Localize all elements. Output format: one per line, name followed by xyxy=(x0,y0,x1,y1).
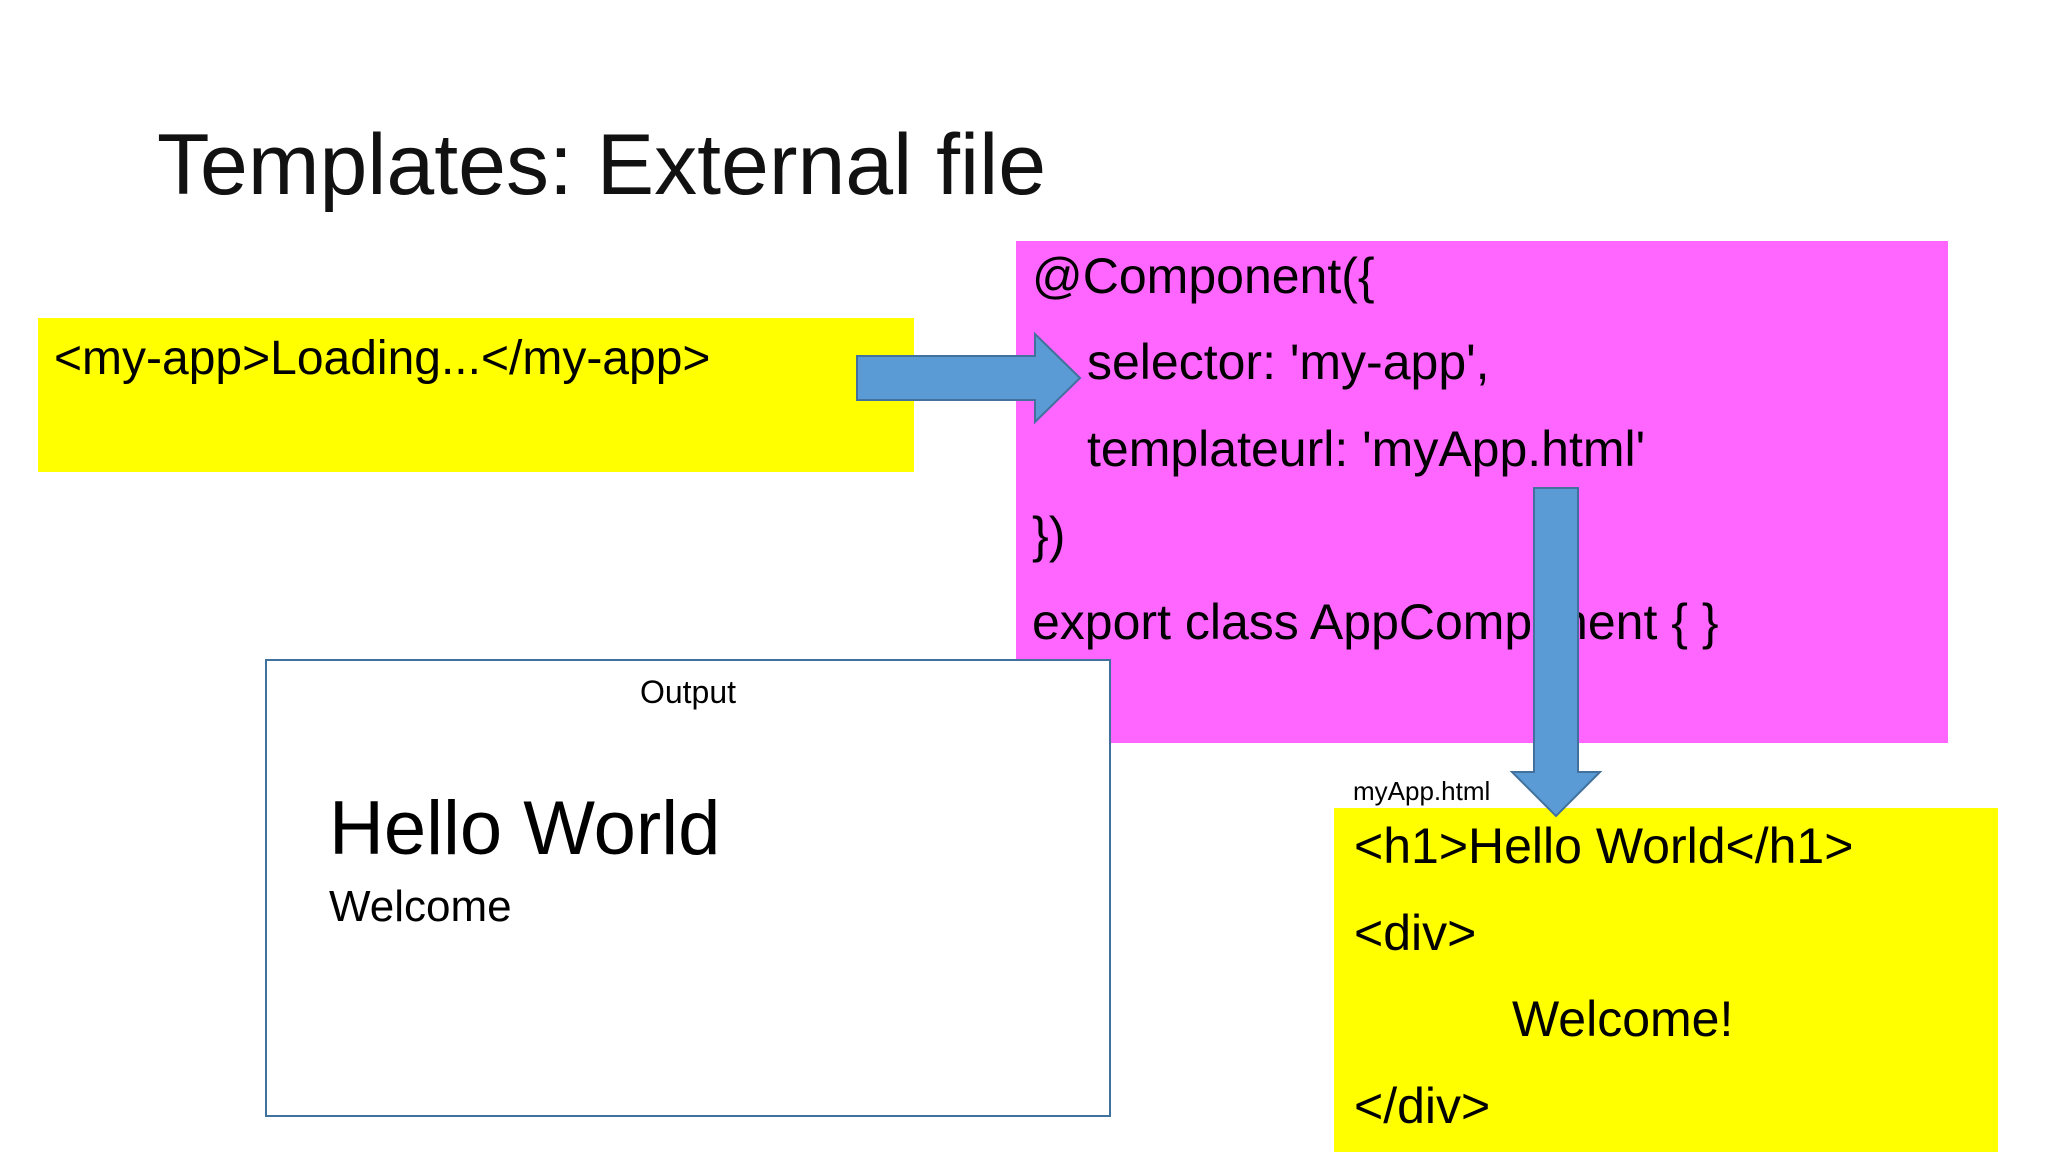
index-html-box xyxy=(38,318,914,472)
template-line-h1: <h1>Hello World</h1> xyxy=(1354,818,1854,874)
output-text: Welcome xyxy=(329,882,512,931)
template-filename: myApp.html xyxy=(1353,776,1491,806)
index-html-code: <my-app>Loading...</my-app> xyxy=(54,332,711,385)
template-file-box xyxy=(1334,808,1998,1152)
output-label: Output xyxy=(639,674,737,710)
code-line-decorator: @Component({ xyxy=(1032,248,1375,304)
output-heading: Hello World xyxy=(329,786,721,871)
template-line-div-close: </div> xyxy=(1354,1078,1491,1134)
template-line-welcome: Welcome! xyxy=(1512,991,1734,1047)
slide-title: Templates: External file xyxy=(157,117,1047,213)
component-code-box xyxy=(1016,241,1948,743)
code-line-templateurl: templateurl: 'myApp.html' xyxy=(1087,421,1646,477)
template-line-div-open: <div> xyxy=(1354,905,1477,961)
code-line-close: }) xyxy=(1032,507,1066,563)
code-line-export: export class AppComponent { } xyxy=(1032,594,1719,650)
code-line-selector: selector: 'my-app', xyxy=(1087,334,1490,390)
output-panel: Output Hello World Welcome xyxy=(265,659,1111,1117)
